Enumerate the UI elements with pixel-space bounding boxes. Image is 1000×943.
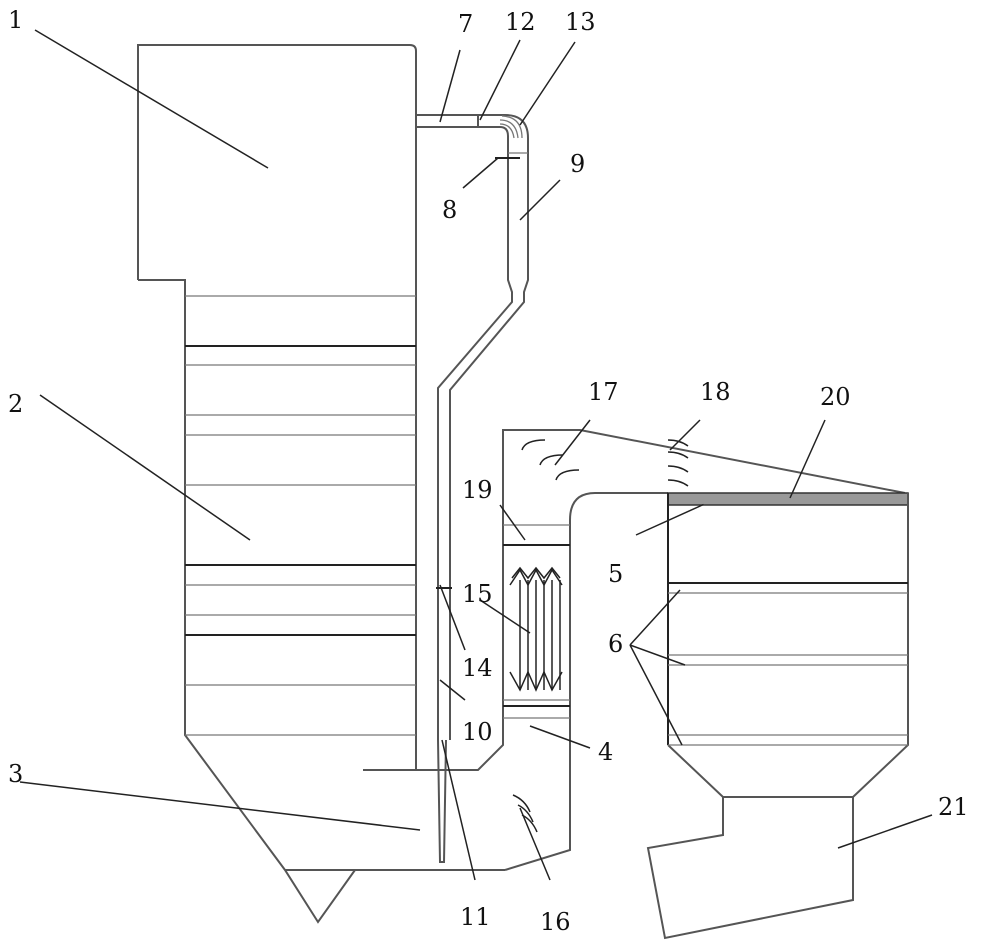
grid-plate bbox=[667, 492, 909, 506]
furnace-body bbox=[137, 44, 505, 924]
label-20: 20 bbox=[820, 383, 851, 411]
label-5: 5 bbox=[608, 560, 623, 588]
label-3: 3 bbox=[8, 760, 23, 788]
part-labels: 1 2 3 4 5 6 7 8 9 10 11 12 13 14 15 16 1… bbox=[8, 6, 969, 936]
label-11: 11 bbox=[460, 903, 491, 931]
guide-vanes-17 bbox=[521, 439, 580, 481]
filter-bags bbox=[509, 566, 563, 692]
label-9: 9 bbox=[570, 150, 585, 178]
leader-lines bbox=[19, 29, 933, 881]
label-10: 10 bbox=[462, 718, 493, 746]
pipe bbox=[416, 114, 529, 863]
label-15: 15 bbox=[462, 580, 493, 608]
reactor-column bbox=[363, 429, 906, 871]
label-18: 18 bbox=[700, 378, 731, 406]
label-19: 19 bbox=[462, 476, 493, 504]
label-6: 6 bbox=[608, 630, 623, 658]
label-21: 21 bbox=[938, 793, 969, 821]
silo bbox=[646, 492, 909, 940]
label-1: 1 bbox=[8, 6, 23, 34]
guide-vanes-16 bbox=[512, 794, 538, 833]
label-13: 13 bbox=[565, 8, 596, 36]
label-2: 2 bbox=[8, 390, 23, 418]
label-7: 7 bbox=[458, 10, 473, 38]
label-17: 17 bbox=[588, 378, 619, 406]
label-16: 16 bbox=[540, 908, 571, 936]
label-14: 14 bbox=[462, 654, 493, 682]
label-4: 4 bbox=[598, 738, 613, 766]
label-12: 12 bbox=[505, 8, 536, 36]
label-8: 8 bbox=[442, 196, 457, 224]
